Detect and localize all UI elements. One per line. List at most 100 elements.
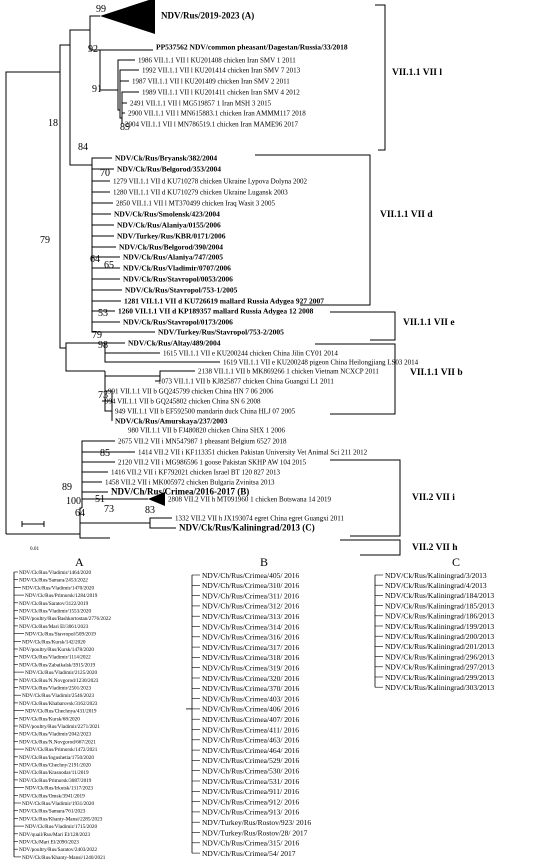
subtree-b-item: NDV/Turkey/Rus/Rostov/28/ 2017 bbox=[202, 828, 308, 837]
subtree-b-item: NDV/Ch/Rus/Crimea/463/ 2016 bbox=[202, 736, 300, 745]
leaf-label: 1989 VII.1.1 VII l KU201411 chicken Iran… bbox=[142, 89, 300, 97]
scale-bar-label: 0.01 bbox=[30, 546, 39, 552]
subtree-a-item: NDV/Ck/Mari El/2090/2023 bbox=[19, 840, 79, 846]
subtree-a-item: NDV/Ck/Rus/Chechnya/431/2019 bbox=[25, 709, 97, 715]
bootstrap-value: 64 bbox=[75, 508, 85, 519]
bootstrap-value: 73 bbox=[104, 504, 114, 515]
subtree-a-item: NDV/Ck/Rus/N.Novgorod/1230/2023 bbox=[19, 678, 99, 684]
subtree-a-item: NDV/Ck/Rus/Vladimir/2125/2020 bbox=[25, 670, 97, 676]
leaf-label: 1414 VII.2 VII i KF113351 chicken Pakist… bbox=[138, 449, 368, 457]
subtree-b-item: NDV/Ch/Rus/Crimea/312/ 2016 bbox=[202, 602, 300, 611]
leaf-label: 2120 VII.2 VII i MG986596 1 goose Pakist… bbox=[118, 459, 307, 467]
subtree-c-item: NDV/Ck/Rus/Kaliningrad/297/2013 bbox=[385, 663, 494, 672]
leaf-label: NDV/Ck/Rus/Kaliningrad/2013 (C) bbox=[179, 523, 315, 533]
bootstrap-value: 18 bbox=[48, 118, 58, 129]
subtree-b-item: NDV/Ch/Rus/Crimea/319/ 2016 bbox=[202, 664, 300, 673]
leaf-label: 2808 VII.2 VII h MT091960 1 chicken Bots… bbox=[168, 496, 332, 504]
leaf-label: NDV/Rus/2019-2023 (A) bbox=[161, 11, 254, 21]
subtree-c: NDV/Ck/Rus/Kaliningrad/3/2013NDV/Ck/Rus/… bbox=[374, 571, 494, 692]
subtree-a-item: NDV/Ck/Rus/Zabaikalsk/3915/2019 bbox=[19, 662, 95, 668]
leaf-label: 1619 VII.1.1 VII e KU200248 pigeon China… bbox=[223, 359, 419, 367]
subtree-b-item: NDV/Ch/Rus/Crimea/313/ 2016 bbox=[202, 612, 300, 621]
leaf-label: PP537562 NDV/common pheasant/Dagestan/Ru… bbox=[156, 43, 348, 52]
subtree-a-item: NDV/poultry/Rus/Saratov/2403/2022 bbox=[19, 847, 98, 853]
tree-branches bbox=[5, 15, 220, 539]
bootstrap-value: 84 bbox=[78, 142, 88, 153]
subtree-c-item: NDV/Ck/Rus/Kaliningrad/186/2013 bbox=[385, 612, 494, 621]
subtree-b: NDV/Ch/Rus/Crimea/405/ 2016NDV/Ch/Rus/Cr… bbox=[186, 571, 311, 858]
subtree-c-item: NDV/Ck/Rus/Kaliningrad/3/2013 bbox=[385, 571, 487, 580]
leaf-label: 991 VII.1.1 VII b GQ245799 chicken China… bbox=[108, 388, 274, 396]
subtree-c-item: NDV/Ck/Rus/Kaliningrad/185/2013 bbox=[385, 601, 494, 610]
clade-label-vii-h: VII.2 VII h bbox=[412, 543, 458, 553]
subtree-a-item: NDV/poultry/Rus/Bashkortostan/2776/2022 bbox=[19, 616, 111, 622]
bootstrap-value: 73 bbox=[98, 390, 108, 401]
subtree-b-item: NDV/Ch/Rus/Crimea/317/ 2016 bbox=[202, 643, 300, 652]
subtree-c-item: NDV/Ck/Rus/Kaliningrad/299/2013 bbox=[385, 673, 494, 682]
subtree-a-item: NDV/Ck/Rus/Vladimir/2546/2023 bbox=[22, 693, 94, 699]
subtree-c-item: NDV/Ck/Rus/Kaliningrad/200/2013 bbox=[385, 632, 494, 641]
leaf-label: 2138 VII.1.1 VII b MK869266 1 chicken Vi… bbox=[198, 368, 379, 376]
subtree-a-item: NDV/poultry/Rus/Vladimir/2271/2021 bbox=[19, 724, 100, 730]
subtree-b-item: NDV/Ch/Rus/Crimea/529/ 2016 bbox=[202, 756, 300, 765]
subtree-a-item: NDV/Ck/Rus/Samara/761/2023 bbox=[19, 809, 86, 815]
leaf-label: 2904 VII.1.1 VII l MN786519.1 chicken Ir… bbox=[125, 121, 298, 129]
leaf-label: NDV/Ck/Rus/Belgorod/390/2004 bbox=[119, 243, 223, 252]
leaf-label: NDV/Turkey/Rus/KBR/0171/2006 bbox=[117, 232, 226, 241]
subtree-a-item: NDV/Ck/Rus/Vladimir/2042/2023 bbox=[19, 732, 91, 738]
subtree-a-item: NDV/Ck/Rus/Vladimir/2501/2023 bbox=[19, 686, 91, 692]
subtree-a-header: A bbox=[75, 555, 84, 569]
leaf-label: NDV/Ck/Rus/Stavropol/0173/2006 bbox=[123, 318, 233, 327]
leaf-label: NDV/Ck/Rus/Alaniya/0155/2006 bbox=[117, 221, 221, 230]
bootstrap-value: 83 bbox=[145, 505, 155, 516]
subtree-b-item: NDV/Ch/Rus/Crimea/311/ 2016 bbox=[202, 591, 299, 600]
bootstrap-value: 64 bbox=[90, 254, 100, 265]
subtree-a-item: NDV/Ck/Rus/Vladimir/1464/2020 bbox=[19, 570, 91, 576]
subtree-a-item: NDV/Ck/Rus/Mari El/3061/2023 bbox=[19, 624, 89, 630]
leaf-label: 1280 VII.1.1 VII d KU710279 chicken Ukra… bbox=[113, 189, 288, 197]
leaf-label: 1987 VII.1.1 VII l KU201409 chicken Iran… bbox=[132, 78, 290, 86]
bootstrap-value: 92 bbox=[88, 44, 98, 55]
subtree-a-item: NDV/Ck/Rus/Primorsk/1284/2019 bbox=[25, 593, 98, 599]
leaf-label: 994 VII.1.1 VII b GQ245802 chicken China… bbox=[105, 398, 261, 406]
bootstrap-value: 51 bbox=[95, 494, 105, 505]
subtree-b-item: NDV/Ch/Rus/Crimea/913/ 2016 bbox=[202, 808, 300, 817]
subtree-b-item: NDV/Ch/Rus/Crimea/912/ 2016 bbox=[202, 797, 300, 806]
leaf-label: NDV/Ck/Rus/Bryansk/382/2004 bbox=[115, 154, 217, 163]
subtree-b-item: NDV/Ch/Rus/Crimea/310/ 2016 bbox=[202, 581, 300, 590]
leaf-label: NDV/Ch/Rus/Crimea/2016-2017 (B) bbox=[111, 487, 249, 497]
subtree-c-item: NDV/Ck/Rus/Kaliningrad/296/2013 bbox=[385, 652, 494, 661]
leaf-label: NDV/Turkey/Rus/Stavropol/753-2/2005 bbox=[158, 328, 284, 337]
subtree-a-item: NDV/Ck/Rus/Saratov/3122/2019 bbox=[19, 601, 89, 607]
collapsed-clade-b-triangle bbox=[148, 492, 165, 506]
subtree-b-item: NDV/Ch/Rus/Crimea/314/ 2016 bbox=[202, 622, 300, 631]
subtree-a-item: NDV/Ck/Rus/Khabarovsk/3162/2023 bbox=[19, 701, 98, 707]
subtree-a-item: NDV/Ck/Rus/Omsk/3941/2019 bbox=[19, 793, 85, 799]
clade-label-vii-l: VII.1.1 VII l bbox=[392, 68, 442, 78]
leaf-label: NDV/Ck/Rus/Smolensk/423/2004 bbox=[114, 210, 220, 219]
bootstrap-value: 89 bbox=[120, 122, 130, 133]
subtree-a-item: NDV/Ck/Rus/Ingushetia/1750/2020 bbox=[19, 755, 94, 761]
subtree-a-item: NDV/quail/Rus/Mari El/128/2023 bbox=[19, 832, 90, 838]
subtree-b-item: NDV/Ch/Rus/Crimea/530/ 2016 bbox=[202, 767, 300, 776]
leaf-label: 1281 VII.1.1 VII d KU726619 mallard Russ… bbox=[124, 297, 324, 306]
leaf-label: 1458 VII.2 VII i MK005972 chicken Bulgar… bbox=[105, 479, 275, 487]
subtree-b-item: NDV/Ch/Rus/Crimea/911/ 2016 bbox=[202, 787, 299, 796]
leaf-label: 1986 VII.1.1 VII l KU201408 chicken Iran… bbox=[138, 57, 296, 65]
clade-label-vii-d: VII.1.1 VII d bbox=[380, 210, 433, 220]
leaf-label: 1615 VII.1.1 VII e KU200244 chicken Chin… bbox=[163, 350, 338, 358]
subtree-a-item: NDV/Ck/Rus/N.Novgorod/667/2021 bbox=[19, 739, 96, 745]
subtree-a: NDV/Ck/Rus/Vladimir/1464/2020NDV/Ck/Rus/… bbox=[13, 570, 111, 861]
subtree-b-item: NDV/Ch/Rus/Crimea/318/ 2016 bbox=[202, 653, 300, 662]
subtree-b-header: B bbox=[260, 555, 268, 569]
subtree-a-item: NDV/poultry/Rus/Kursk/1478/2020 bbox=[19, 647, 94, 653]
subtree-a-item: NDV/Ck/Rus/Chechny/2191/2020 bbox=[19, 763, 91, 769]
bootstrap-value: 79 bbox=[40, 235, 50, 246]
leaf-label: NDV/Ck/Rus/Belgorod/353/2004 bbox=[117, 165, 221, 174]
subtree-b-item: NDV/Ch/Rus/Crimea/403/ 2016 bbox=[202, 694, 300, 703]
subtree-a-item: NDV/Ck/Rus/Vladimir/1715/2020 bbox=[25, 824, 97, 830]
subtree-b-item: NDV/Ch/Rus/Crimea/407/ 2016 bbox=[202, 715, 300, 724]
bootstrap-value: 85 bbox=[100, 448, 110, 459]
bootstrap-value: 53 bbox=[98, 308, 108, 319]
subtree-c-item: NDV/Ck/Rus/Kaliningrad/303/2013 bbox=[385, 683, 494, 692]
